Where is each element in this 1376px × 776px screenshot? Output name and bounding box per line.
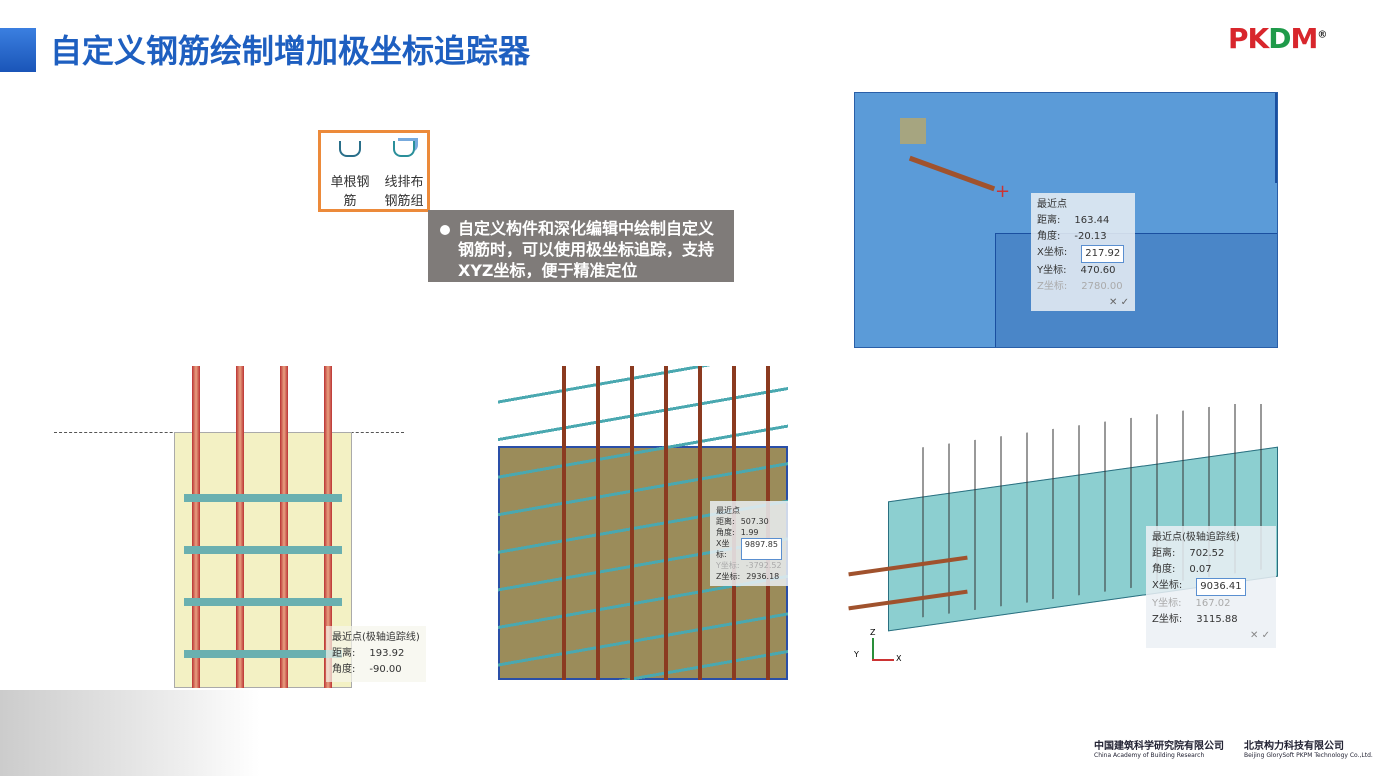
crosshair-icon: + [995, 181, 1011, 202]
viewport-left[interactable]: 最近点(极轴追踪线) 距离:193.92 角度:-90.00 [54, 366, 426, 688]
coordinate-tracker-popup: 最近点 距离:507.30 角度:1.99 X坐标:9897.85 Y坐标:-3… [710, 501, 788, 586]
polar-tracker-popup: 最近点(极轴追踪线) 距离:193.92 角度:-90.00 [326, 626, 426, 682]
u-rebar-icon [339, 141, 361, 157]
decorative-cityscape [0, 690, 260, 776]
title-accent-bar [0, 28, 36, 72]
gizmo-icon [900, 118, 926, 144]
confirm-button[interactable]: ✓ [1120, 297, 1129, 308]
x-coordinate-input[interactable]: 9036.41 [1196, 578, 1246, 596]
rebar-group-icon [393, 141, 415, 157]
confirm-button[interactable]: ✓ [1261, 630, 1270, 641]
y-coordinate-input[interactable]: 470.60 [1080, 265, 1116, 276]
cancel-button[interactable]: ✕ [1109, 297, 1118, 308]
x-coordinate-input[interactable]: 217.92 [1081, 245, 1125, 263]
cancel-button[interactable]: ✕ [1250, 630, 1259, 641]
line-layout-rebar-group-button[interactable]: 线排布 钢筋组 [379, 141, 429, 209]
rebar-toolbar: 单根钢筋 线排布 钢筋组 [318, 130, 430, 212]
page-title: 自定义钢筋绘制增加极坐标追踪器 [50, 32, 531, 70]
axis-triad-icon: Z Y X [854, 628, 902, 663]
z-coordinate-input[interactable]: 2780.00 [1081, 281, 1123, 292]
single-rebar-label: 单根钢筋 [330, 175, 370, 209]
viewport-top-right[interactable]: + 最近点 距离:163.44 角度:-20.13 X坐标:217.92 Y坐标… [854, 92, 1278, 348]
polar-tracker-popup: 最近点(极轴追踪线) 距离:702.52 角度:0.07 X坐标:9036.41… [1146, 526, 1276, 648]
pkpm-logo: PKDM® [1228, 22, 1327, 55]
coordinate-tracker-popup: 最近点 距离:163.44 角度:-20.13 X坐标:217.92 Y坐标:4… [1031, 193, 1135, 311]
rebar [908, 155, 996, 192]
line-layout-label: 线排布 [384, 175, 424, 190]
rebar-group-label: 钢筋组 [384, 194, 424, 209]
single-rebar-button[interactable]: 单根钢筋 [325, 141, 375, 209]
viewport-bottom-right[interactable]: 最近点(极轴追踪线) 距离:702.52 角度:0.07 X坐标:9036.41… [848, 404, 1278, 674]
viewport-middle[interactable]: 最近点 距离:507.30 角度:1.99 X坐标:9897.85 Y坐标:-3… [462, 366, 788, 680]
x-coordinate-input[interactable]: 9897.85 [740, 538, 782, 560]
feature-callout: 自定义构件和深化编辑中绘制自定义钢筋时，可以使用极坐标追踪，支持XYZ坐标，便于… [428, 210, 734, 282]
